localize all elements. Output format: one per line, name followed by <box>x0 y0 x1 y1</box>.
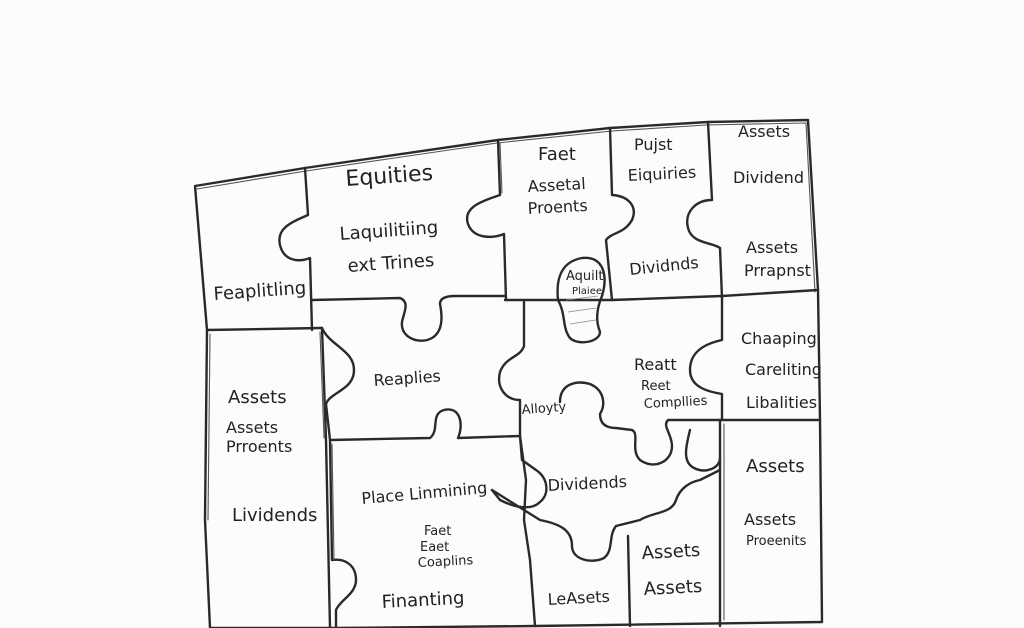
p5-line1: Assets <box>738 122 790 141</box>
p13-line2: Assets <box>643 576 703 600</box>
p6-line2: Assets <box>226 418 278 437</box>
knob-line2: Plaiee <box>572 286 602 297</box>
p13-line1: Assets <box>641 540 701 564</box>
p14-line3: Proeenits <box>746 534 807 549</box>
knob-line1: Aquilt <box>566 269 603 284</box>
edge-p2-bottom <box>310 294 507 342</box>
p2-line2: ext Trines <box>347 250 435 277</box>
edge-p8 <box>490 434 548 509</box>
puzzle-outline <box>193 118 824 628</box>
edge-p10-right <box>518 434 537 628</box>
p8-line1: Alloyty <box>521 400 567 418</box>
knob-center <box>556 256 606 344</box>
p8-line2: Reatt <box>634 355 677 374</box>
edge-p11 <box>490 468 722 562</box>
p9-line1: Chaaping <box>741 329 817 348</box>
p10-line4: Coaplins <box>417 553 473 571</box>
edge-mid-row <box>503 288 820 302</box>
p11-label: Dividends <box>547 472 627 495</box>
edge-p8-knob <box>558 381 724 466</box>
p3-line2: Assetal <box>527 174 586 196</box>
p1-label: Feaplitling <box>213 278 307 305</box>
p4-line1: Pujst <box>634 135 673 154</box>
p10-line3: Eaet <box>420 540 449 555</box>
p8-line3: Reet <box>641 379 671 394</box>
p3-line1: Faet <box>538 144 576 165</box>
edge-p12-p13 <box>626 534 632 628</box>
edge-p3-p4 <box>604 126 635 302</box>
p4-line3: Dividnds <box>628 253 699 279</box>
knob-hatch <box>565 295 599 325</box>
sketch-double-2 <box>499 142 503 194</box>
p5-line3: Assets <box>746 238 798 257</box>
p6-line1: Assets <box>228 387 287 408</box>
edge-left-lower <box>320 326 332 628</box>
edge-left-top <box>278 166 314 332</box>
edge-left-row <box>205 326 324 332</box>
p10-line1: Place Linmining <box>361 478 488 508</box>
p10-line5: Finanting <box>381 588 465 613</box>
edge-p10 <box>328 438 358 628</box>
p12-label: LeAsets <box>547 587 610 609</box>
sketch-double-4 <box>331 443 335 561</box>
p3-line3: Proents <box>527 196 588 218</box>
p9-line2: Careliting <box>745 360 822 379</box>
p10-line2: Faet <box>424 524 451 539</box>
edge-p11-right <box>684 428 722 472</box>
p14-line2: Assets <box>744 510 796 529</box>
p6-line4: Lividends <box>232 505 317 526</box>
p5-line2: Dividend <box>733 168 804 187</box>
edge-p7 <box>320 300 526 442</box>
p7-label: Reaplies <box>373 366 441 390</box>
p14-line1: Assets <box>746 456 805 477</box>
edge-p8-right <box>688 294 724 422</box>
edge-p4-p5 <box>686 120 724 300</box>
p9-line3: Libalities <box>746 393 817 412</box>
p2-title: Equities <box>345 161 434 192</box>
p5-line4: Prrapnst <box>744 261 811 280</box>
p8-line4: Compllies <box>643 394 707 412</box>
sketch-double-5 <box>207 333 211 521</box>
p4-line2: Eiquiries <box>627 162 696 185</box>
p6-line3: Prroents <box>226 437 292 456</box>
edge-p2-p3 <box>465 138 508 302</box>
p2-line1: Laquilitiing <box>339 217 439 245</box>
sketch-double-1 <box>319 331 325 439</box>
